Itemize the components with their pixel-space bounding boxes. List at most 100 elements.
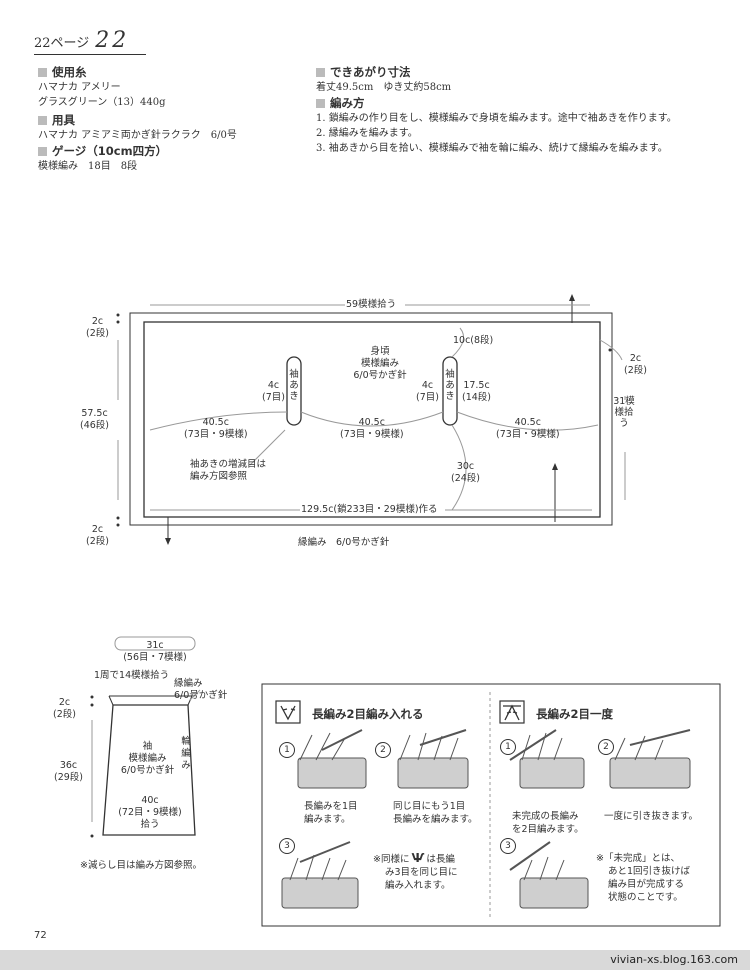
body-inner-rect: [143, 321, 601, 518]
step-number: 1: [279, 742, 295, 758]
arrowhead-down: [165, 538, 171, 545]
curve-seg1: [149, 411, 288, 431]
square-bullet-icon: [316, 99, 325, 108]
sleeve-stitch: 模様編み: [128, 753, 167, 764]
step-number: 2: [375, 742, 391, 758]
right-top-dim: 2c(2段): [624, 353, 647, 376]
panel-right-title: 長編み2目一度: [536, 707, 614, 721]
sleeve-top-dim: 31c(56目・7模様): [123, 640, 187, 663]
footer-bar: vivian-xs.blog.163.com: [0, 950, 750, 970]
lower-gap-dim: 30c(24段): [451, 461, 481, 484]
tools-section: 用具 ハマナカ アミアミ両かぎ針ラクラク 6/0号: [38, 113, 237, 143]
segment-3-dim: 40.5c(73目・9模様): [496, 417, 560, 440]
step-number: 3: [500, 838, 516, 854]
right-slit-len: 4c(7目): [416, 380, 439, 403]
illustration-left-3: [281, 841, 359, 909]
sleeve-height-dim: 36c(29段): [54, 760, 84, 783]
segment-1-dim: 40.5c(73目・9模様): [184, 417, 248, 440]
sleeve-right-edge: [187, 695, 193, 706]
arrowhead-up: [569, 294, 575, 301]
page-number: 72: [34, 930, 47, 941]
curve-seg3: [456, 411, 599, 431]
step-number: 3: [279, 838, 295, 854]
arrowhead-up: [552, 463, 558, 470]
sleeve-hook: 6/0号かぎ針: [120, 765, 175, 776]
yarn-line: グラスグリーン（13）440g: [38, 97, 166, 108]
sleeve-outline: [102, 704, 196, 836]
left-mid-dim: 57.5c(46段): [80, 408, 110, 431]
sleeve-bottom-dim: 40c(72目・9模様)拾う: [118, 795, 182, 830]
symbol-box-right: [499, 700, 525, 724]
gauge-section: ゲージ（10cm四方） 模様編み 18目 8段: [38, 144, 167, 174]
left-slit-len: 4c(7目): [262, 380, 285, 403]
size-section: できあがり寸法 着丈49.5cm ゆき丈約58cm: [316, 65, 451, 95]
method-line: 1. 鎖編みの作り目をし、模様編みで身頃を編みます。途中で袖あきを作ります。: [316, 113, 677, 124]
increase-note: 袖あきの増減目は編み方図参照: [190, 459, 267, 482]
illustration-left-2: [397, 729, 469, 789]
top-gap-label: 10c(8段): [453, 335, 494, 346]
size-heading: できあがり寸法: [316, 65, 451, 80]
step-number: 1: [500, 739, 516, 755]
body-hook: 6/0号かぎ針: [353, 370, 407, 381]
method-heading: 編み方: [316, 96, 677, 111]
right-pickup-label: 31模様拾う: [613, 396, 635, 429]
sleeve-pickup-label: 1周で14模様拾う: [94, 670, 170, 681]
top-gap-curve: [451, 327, 465, 358]
treble-increase-icon: [280, 705, 296, 721]
size-line: 着丈49.5cm ゆき丈約58cm: [316, 82, 452, 93]
method-section: 編み方 1. 鎖編みの作り目をし、模様編みで身頃を編みます。途中で袖あきを作りま…: [316, 96, 677, 156]
right-step3-note: ※「未完成」とは、 あと1回引き抜けば 編み目が完成する 状態のことです。: [596, 853, 691, 903]
curve-seg2: [300, 411, 444, 427]
sleeve-round-label: 輪編み: [181, 736, 191, 771]
right-slit-label: 袖あき: [445, 369, 455, 402]
stitch-illustrations: [281, 729, 691, 909]
note-leader: [249, 429, 286, 466]
footer-site[interactable]: vivian-xs.blog.163.com: [610, 953, 738, 966]
right-step2-text: 一度に引き抜きます。: [604, 811, 699, 822]
page-ref: 22ページ: [34, 36, 90, 51]
symbol-box-left: [275, 700, 301, 724]
left-slit-label: 袖あき: [289, 369, 299, 402]
page-header: 22ページ 22: [34, 28, 129, 53]
left-slit: [286, 356, 302, 426]
sleeve-edge-leader: [189, 689, 201, 701]
illustration-right-3: [509, 841, 589, 909]
step-number: 2: [598, 739, 614, 755]
bottom-total-label: 129.5c(鎖233目・29模様)作る: [301, 504, 438, 515]
edge-label: 縁編み 6/0号かぎ針: [298, 537, 390, 548]
left-step2-text: 同じ目にもう1目長編みを編みます。: [393, 801, 478, 825]
body-stitch: 模様編み: [360, 358, 399, 369]
body-outer-rect: [129, 312, 613, 526]
tools-heading: 用具: [38, 113, 237, 128]
header-underline: [34, 54, 146, 55]
gauge-line: 模様編み 18目 8段: [38, 161, 138, 172]
right-slit: [442, 356, 458, 426]
square-bullet-icon: [316, 68, 325, 77]
top-pickup-label: 59模様拾う: [346, 299, 397, 310]
method-line: 2. 縁編みを編みます。: [316, 128, 418, 139]
segment-2-dim: 40.5c(73目・9模様): [340, 417, 404, 440]
right-step1-text: 未完成の長編みを2目編みます。: [512, 811, 584, 835]
square-bullet-icon: [38, 68, 47, 77]
sleeve-top-rim: [114, 636, 196, 651]
slit-height-dim: 17.5c(14段): [462, 380, 492, 403]
yarn-line: ハマナカ アメリー: [38, 82, 121, 93]
left-top-dim: 2c(2段): [86, 316, 109, 339]
lower-gap-curve: [451, 424, 467, 511]
tools-line: ハマナカ アミアミ両かぎ針ラクラク 6/0号: [38, 130, 237, 141]
treble-three-in-one-icon: Ѱ: [411, 851, 425, 865]
yarn-section: 使用糸 ハマナカ アメリー グラスグリーン（13）440g: [38, 65, 166, 110]
pattern-number: 22: [95, 28, 130, 53]
sleeve-left-top-dim: 2c(2段): [53, 697, 76, 720]
left-bot-dim: 2c(2段): [86, 524, 109, 547]
gauge-heading: ゲージ（10cm四方）: [38, 144, 167, 159]
treble-decrease-icon: [503, 704, 521, 721]
sleeve-title: 袖: [142, 741, 153, 752]
square-bullet-icon: [38, 147, 47, 156]
method-line: 3. 袖あきから目を拾い、模様編みで袖を輪に編み、続けて縁編みを編みます。: [316, 143, 668, 154]
square-bullet-icon: [38, 116, 47, 125]
panel-left-title: 長編み2目編み入れる: [312, 707, 424, 721]
sleeve-left-edge: [108, 695, 114, 706]
sleeve-note: ※減らし目は編み方図参照。: [80, 860, 202, 871]
